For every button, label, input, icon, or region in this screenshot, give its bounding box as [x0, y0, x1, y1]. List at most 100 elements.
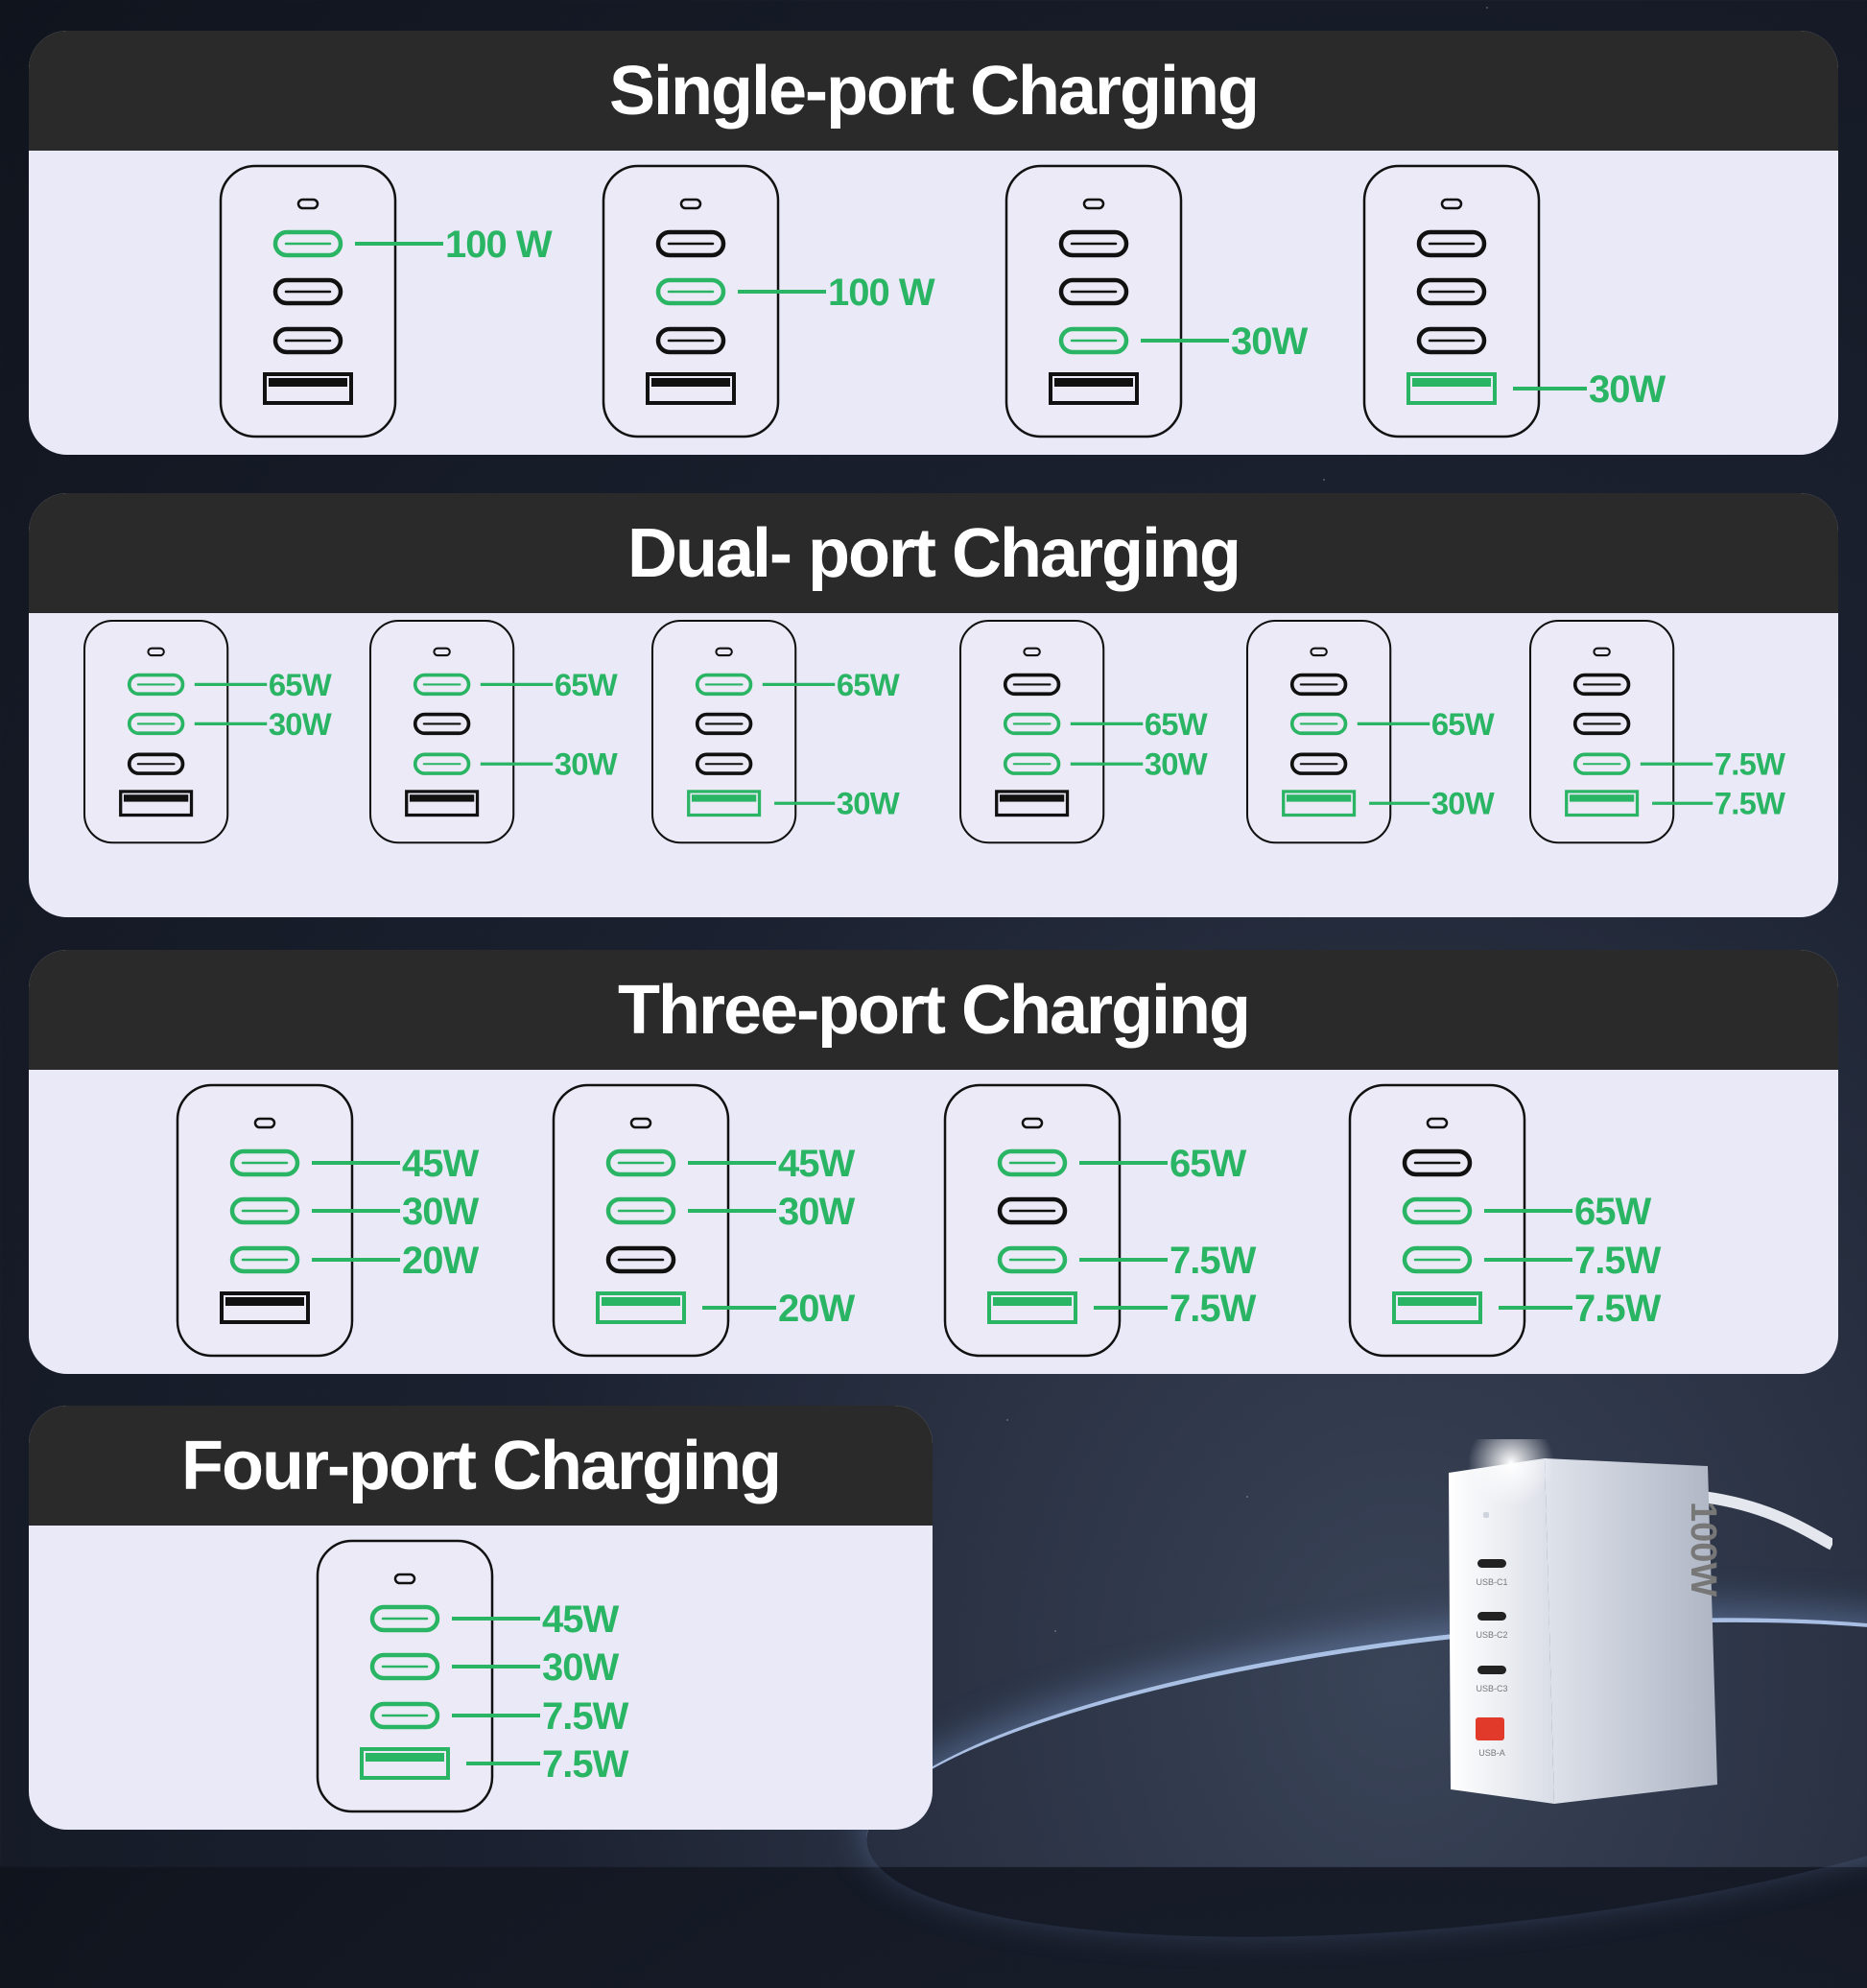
wattage-label: 100 W — [445, 224, 553, 266]
usb-a-port-icon — [405, 790, 480, 817]
indicator-light — [1082, 198, 1105, 210]
charger-port-label: USB-C3 — [1476, 1684, 1507, 1693]
usb-c-port-icon — [1058, 229, 1129, 258]
usb-c-port-icon — [1416, 229, 1487, 258]
indicator-light — [1023, 647, 1041, 657]
usb-c-port-icon — [997, 1196, 1068, 1225]
usb-c-port-icon — [1003, 712, 1061, 736]
wattage-label: 7.5W — [1170, 1288, 1257, 1330]
usb-a-port-tongue — [1412, 378, 1491, 387]
usb-a-port-icon — [687, 790, 762, 817]
usb-c-port-icon — [997, 1245, 1068, 1274]
wattage-label: 30W — [837, 786, 900, 821]
wattage-label: 30W — [542, 1646, 619, 1689]
usb-c-port-icon — [605, 1148, 676, 1177]
charger-diagram: 100 W — [219, 164, 554, 438]
wattage-label: 30W — [778, 1191, 855, 1233]
usb-c-port-icon — [369, 1604, 440, 1633]
usb-c-port-icon — [127, 673, 185, 697]
wattage-label: 7.5W — [1714, 786, 1785, 821]
usb-c-port-icon — [413, 752, 471, 775]
indicator-light — [629, 1117, 652, 1129]
usb-c-port-icon — [1289, 673, 1348, 697]
indicator-light — [1426, 1117, 1449, 1129]
indicator-light — [433, 647, 451, 657]
usb-a-port-tongue — [124, 794, 189, 802]
usb-c-port-icon — [695, 752, 753, 775]
usb-a-port-icon — [1565, 790, 1640, 817]
usb-c-port-icon — [1058, 326, 1129, 355]
usb-c-port-icon — [605, 1245, 676, 1274]
section-header: Single-port Charging — [29, 31, 1838, 151]
usb-a-port-icon — [119, 790, 194, 817]
usb-c-port-icon — [655, 229, 726, 258]
indicator-light — [296, 198, 319, 210]
usb-c-port-icon — [1402, 1196, 1473, 1225]
usb-c-port-icon — [229, 1245, 300, 1274]
usb-c-port-icon — [1003, 752, 1061, 775]
usb-c-port-icon — [413, 673, 471, 697]
section-title: Four-port Charging — [181, 1427, 782, 1504]
wattage-label: 30W — [1431, 786, 1495, 821]
usb-a-port-icon — [1282, 790, 1357, 817]
wattage-label: 100 W — [828, 272, 935, 314]
wattage-label: 7.5W — [1574, 1240, 1662, 1282]
wattage-label: 20W — [778, 1288, 855, 1330]
usb-c-port-icon — [695, 712, 753, 736]
usb-c-port-icon — [369, 1701, 440, 1730]
wattage-label: 30W — [555, 746, 618, 782]
usb-c-port-icon — [127, 712, 185, 736]
indicator-light — [147, 647, 165, 657]
usb-c-port-icon — [1402, 1245, 1473, 1274]
wattage-label: 7.5W — [542, 1695, 629, 1738]
charger-diagram: 65W 30W — [1245, 619, 1496, 844]
wattage-label: 45W — [542, 1598, 619, 1641]
usb-c-port-icon — [272, 229, 343, 258]
wattage-label: 65W — [1574, 1191, 1651, 1233]
usb-a-port-icon — [360, 1747, 450, 1780]
usb-a-port-icon — [220, 1291, 310, 1324]
charger-port-label: USB-A — [1478, 1748, 1505, 1758]
wattage-label: 7.5W — [1574, 1288, 1662, 1330]
indicator-light — [679, 198, 702, 210]
indicator-light — [1310, 647, 1328, 657]
indicator-light — [715, 647, 733, 657]
usb-c-port-icon — [1289, 712, 1348, 736]
wattage-label: 30W — [402, 1191, 479, 1233]
usb-a-port-icon — [1392, 1291, 1482, 1324]
usb-a-port-tongue — [1000, 794, 1065, 802]
indicator-light — [1021, 1117, 1044, 1129]
wattage-label: 65W — [1431, 706, 1495, 742]
usb-c-port-icon — [229, 1196, 300, 1225]
charger-diagram: 7.5W7.5W — [1528, 619, 1786, 844]
wattage-label: 65W — [1170, 1143, 1246, 1185]
usb-a-port-icon — [596, 1291, 686, 1324]
usb-c-port-icon — [127, 752, 185, 775]
usb-c-port-icon — [1058, 277, 1129, 306]
wattage-label: 65W — [269, 667, 332, 702]
usb-a-port-tongue — [1054, 378, 1133, 387]
usb-c-port-icon — [1402, 1148, 1473, 1177]
usb-a-port-icon — [995, 790, 1070, 817]
usb-c-port-icon — [1416, 277, 1487, 306]
usb-a-port-icon — [1406, 372, 1497, 405]
charger-diagram: 65W 7.5W 7.5W — [1348, 1083, 1663, 1358]
section-title: Dual- port Charging — [627, 514, 1241, 592]
indicator-light — [393, 1573, 416, 1585]
section-header: Four-port Charging — [29, 1406, 933, 1526]
usb-a-port-tongue — [410, 794, 475, 802]
usb-c-port-icon — [229, 1148, 300, 1177]
